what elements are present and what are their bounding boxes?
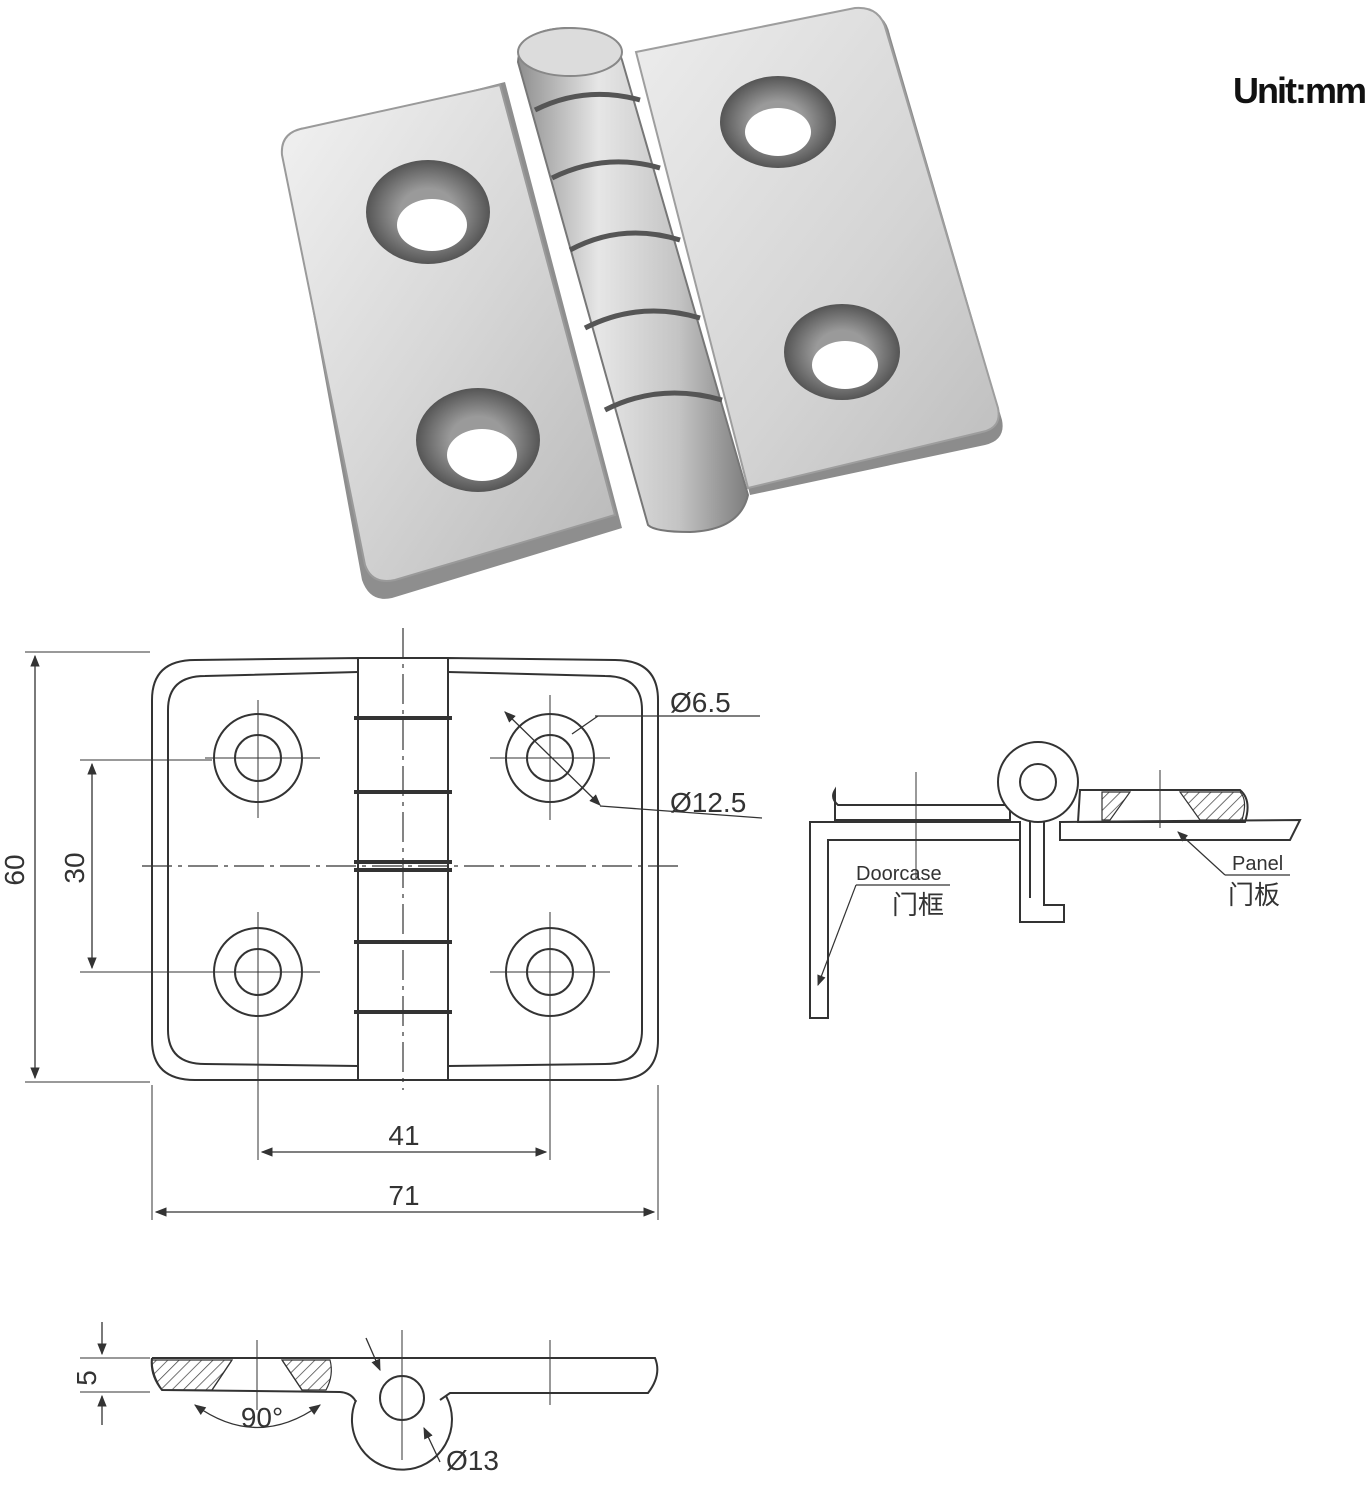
- dim-spacing-30: 30: [59, 852, 90, 883]
- dim-hole-12-5: Ø12.5: [670, 787, 746, 818]
- hole-bottom-right: [490, 912, 610, 1160]
- dim-hole-6-5: Ø6.5: [670, 687, 731, 718]
- side-knuckle: [351, 1395, 453, 1471]
- label-doorcase-cn: 门框: [892, 891, 944, 921]
- hole-bottom-left: [205, 912, 320, 1160]
- dim-knuckle-13: Ø13: [446, 1445, 499, 1476]
- dim-thickness-5: 5: [71, 1370, 102, 1386]
- install-view: [809, 741, 1302, 1019]
- photo-hole-2: [416, 388, 540, 492]
- unit-label: Unit:mm: [1233, 70, 1367, 111]
- label-doorcase: Doorcase: [856, 863, 942, 885]
- label-panel: Panel: [1232, 853, 1283, 875]
- dim-width-71: 71: [388, 1180, 419, 1211]
- hole-top-left: [205, 700, 320, 818]
- hole-top-right: [490, 695, 763, 820]
- side-view: [80, 1322, 659, 1471]
- photo-hole-4: [784, 304, 900, 400]
- dim-angle-90: 90°: [241, 1402, 283, 1433]
- install-knuckle: [997, 741, 1079, 823]
- hinge-photo: [280, 6, 1003, 599]
- photo-hole-1: [366, 160, 490, 264]
- panel-plate: [1059, 818, 1302, 841]
- label-panel-cn: 门板: [1228, 881, 1280, 911]
- dim-spacing-41: 41: [388, 1120, 419, 1151]
- photo-hole-3: [720, 76, 836, 168]
- front-view: [25, 628, 763, 1220]
- dim-height-60: 60: [0, 854, 30, 885]
